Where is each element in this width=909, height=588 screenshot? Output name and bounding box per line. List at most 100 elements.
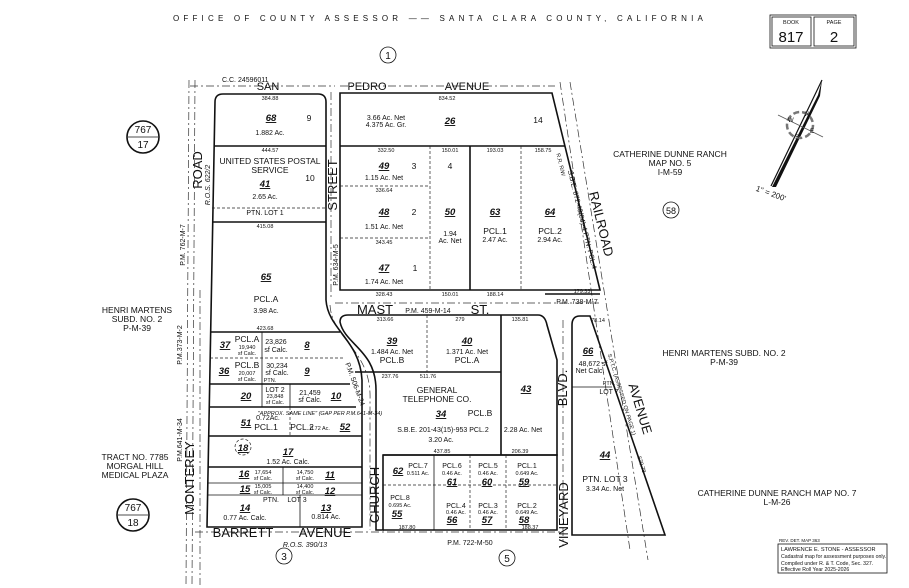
page-number: 2 — [830, 29, 838, 46]
map-title: OFFICE OF COUNTY ASSESSOR —— SANTA CLARA… — [173, 14, 707, 23]
dimension: 343.45 — [376, 240, 393, 246]
parcel-area: sf Calc. — [254, 476, 273, 482]
parcel-10[interactable]: 10 — [331, 391, 342, 402]
parcel-47[interactable]: 47 — [378, 263, 390, 274]
dimension: 237.76 — [382, 374, 399, 380]
pm-373: P.M.373-M-2 — [177, 325, 184, 365]
street-san: SAN — [257, 81, 280, 93]
parcel-area: sf Calc. — [265, 370, 288, 377]
book-label: BOOK — [783, 20, 799, 26]
parcel-11[interactable]: 11 — [325, 470, 335, 481]
parcel-area: 2.65 Ac. — [252, 194, 277, 201]
parcel-68[interactable]: 68 — [266, 113, 277, 124]
area-labels: CATHERINE DUNNE RANCH MAP NO. 5 I-M-59 H… — [102, 149, 857, 507]
dimension: 834.52 — [439, 96, 456, 102]
parcel-66[interactable]: 66 — [583, 346, 594, 357]
parcel-41[interactable]: 41 — [259, 179, 271, 190]
gtc-line2: TELEPHONE CO. — [403, 394, 472, 404]
parcel-50[interactable]: 50 — [445, 207, 456, 218]
cdr5-line2: MAP NO. 5 — [649, 158, 692, 168]
parcel-59[interactable]: 59 — [519, 477, 530, 488]
cdr7-line2: L-M-26 — [764, 497, 791, 507]
parcel-area: 4.375 Ac. Gr. — [366, 122, 407, 129]
parcel-44[interactable]: 44 — [599, 450, 611, 461]
parcel-36[interactable]: 36 — [219, 366, 230, 377]
ptn-lot-1: PTN. LOT 1 — [246, 210, 283, 217]
street-street: STREET — [325, 159, 340, 210]
parcel-56[interactable]: 56 — [447, 515, 458, 526]
parcel-area: 1.15 Ac. Net — [365, 175, 403, 182]
parcel-area: 0.814 Ac. — [311, 514, 340, 521]
cdr5-line1: CATHERINE DUNNE RANCH — [613, 149, 727, 159]
parcel-57[interactable]: 57 — [482, 515, 493, 526]
tract-line1: TRACT NO. 7785 — [102, 452, 169, 462]
parcel-13[interactable]: 13 — [321, 503, 332, 514]
parcel-63[interactable]: 63 — [490, 207, 501, 218]
ros-road: R.O.S. 622/2 — [205, 165, 212, 206]
pm-641: P.M.641-M-34 — [177, 418, 184, 462]
dimension: 279 — [455, 317, 464, 323]
parcel-area: 23,826 — [265, 339, 287, 346]
map-ref-767-17[interactable]: 767 17 — [126, 120, 160, 154]
map-ref-1[interactable]: 1 — [379, 46, 397, 64]
parcel-area: 2.47 Ac. — [482, 237, 507, 244]
parcel-pcl: PCL.B — [468, 408, 493, 418]
parcel-61[interactable]: 61 — [447, 477, 458, 488]
map-ref-5[interactable]: 5 — [498, 549, 516, 567]
parcel-area: 1.51 Ac. Net — [365, 224, 403, 231]
dimension: 158.75 — [535, 148, 552, 154]
parcel-8[interactable]: 8 — [304, 340, 310, 351]
parcel-20[interactable]: 20 — [240, 391, 252, 402]
map-ref-58[interactable]: 58 — [662, 201, 680, 219]
parcel-64[interactable]: 64 — [545, 207, 556, 218]
parcel-37[interactable]: 37 — [220, 340, 231, 351]
parcel-40[interactable]: 40 — [461, 336, 473, 347]
parcel-60[interactable]: 60 — [482, 477, 493, 488]
parcel-65[interactable]: 65 — [261, 272, 272, 283]
parcel-9[interactable]: 9 — [304, 366, 310, 377]
parcel-51[interactable]: 51 — [241, 418, 252, 429]
parcel-43[interactable]: 43 — [520, 384, 532, 395]
parcel-area: 1.74 Ac. Net — [365, 279, 403, 286]
rr-rw: R.R. R/W — [554, 153, 566, 178]
parcel-18[interactable]: 18 — [238, 443, 249, 454]
parcel-17[interactable]: 17 — [283, 447, 294, 458]
parcel-49[interactable]: 49 — [378, 161, 390, 172]
map-ref-3[interactable]: 3 — [275, 547, 293, 565]
parcel-pcl: PCL.5 — [478, 463, 498, 470]
parcel-12[interactable]: 12 — [325, 486, 336, 497]
parcel-pcl: PCL.1 — [517, 463, 537, 470]
parcel-48[interactable]: 48 — [378, 207, 390, 218]
parcel-14[interactable]: 14 — [240, 503, 251, 514]
parcel-52[interactable]: 52 — [340, 422, 351, 433]
map-ref-767-18[interactable]: 767 18 — [116, 498, 150, 532]
parcel-26[interactable]: 26 — [444, 116, 456, 127]
street-mast: MAST — [357, 302, 393, 317]
parcel-16[interactable]: 16 — [239, 469, 250, 480]
parcel-58[interactable]: 58 — [519, 515, 530, 526]
parcel-area: 3.98 Ac. — [253, 308, 278, 315]
compass-w: W — [788, 118, 794, 124]
ref-page: 18 — [127, 518, 139, 529]
parcel-34[interactable]: 34 — [436, 409, 447, 420]
usps-line2: SERVICE — [251, 165, 288, 175]
parcel-area: 1.371 Ac. Net — [446, 349, 488, 356]
dimension: 415.08 — [257, 224, 274, 230]
lot-number: 1 — [413, 263, 418, 273]
footer-line: Cadastral map for assessment purposes on… — [781, 554, 886, 560]
parcel-55[interactable]: 55 — [392, 509, 403, 520]
cdr7-line1: CATHERINE DUNNE RANCH MAP NO. 7 — [698, 488, 857, 498]
parcel-15[interactable]: 15 — [240, 484, 251, 495]
footer-line: Effective Roll Year 2025-2026 — [781, 567, 849, 573]
parcel-area: 3.20 Ac. — [428, 437, 453, 444]
hm-right-line1: HENRI MARTENS SUBD. NO. 2 — [662, 348, 785, 358]
ref-book: 767 — [135, 125, 152, 136]
parcel-area: 1.52 Ac. Calc. — [266, 459, 309, 466]
north-arrow: N W E S 1" = 200' — [755, 79, 824, 203]
map-ref-label: 3 — [281, 552, 287, 563]
parcel-39[interactable]: 39 — [387, 336, 398, 347]
parcel-area: sf Calc. — [238, 351, 257, 357]
parcel-62[interactable]: 62 — [393, 466, 404, 477]
parcel-area: 2.94 Ac. — [537, 237, 562, 244]
